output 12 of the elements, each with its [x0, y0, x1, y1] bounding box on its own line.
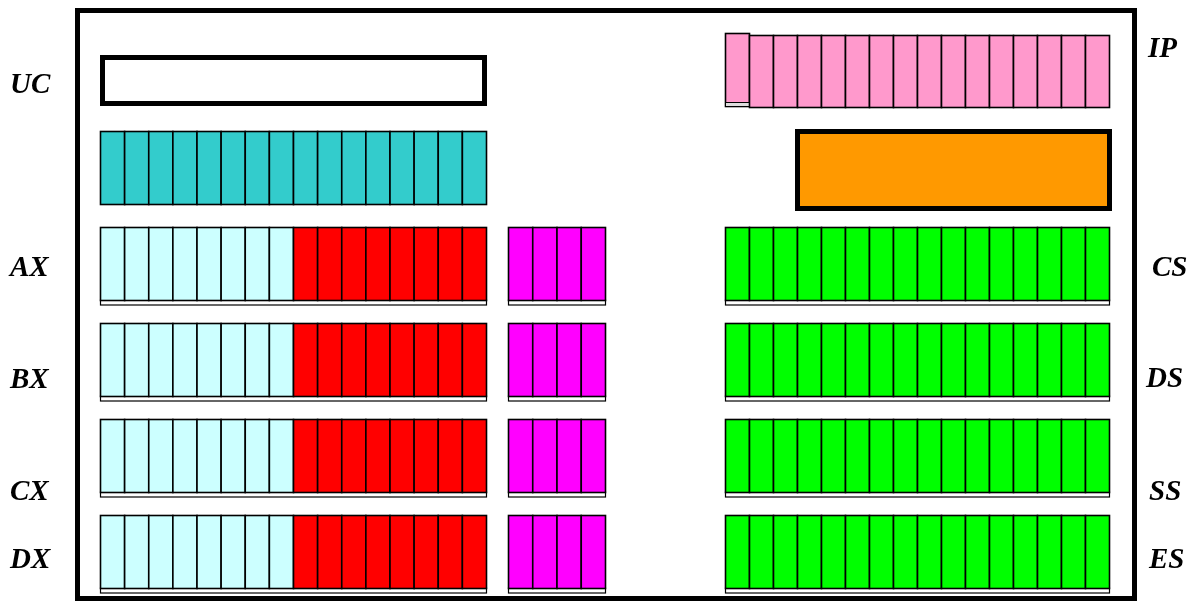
register-label: ES — [1149, 543, 1185, 573]
register-label: CX — [10, 475, 49, 505]
register-label: UC — [10, 68, 51, 98]
alu-box — [795, 129, 1112, 211]
register-label: BX — [10, 363, 49, 393]
register-label: AX — [10, 251, 49, 281]
control-unit-box — [100, 55, 487, 106]
register-label: DS — [1146, 362, 1184, 392]
register-label: DX — [10, 543, 51, 573]
register-label: IP — [1148, 32, 1177, 62]
register-label: SS — [1149, 475, 1182, 505]
register-label: CS — [1152, 251, 1188, 281]
